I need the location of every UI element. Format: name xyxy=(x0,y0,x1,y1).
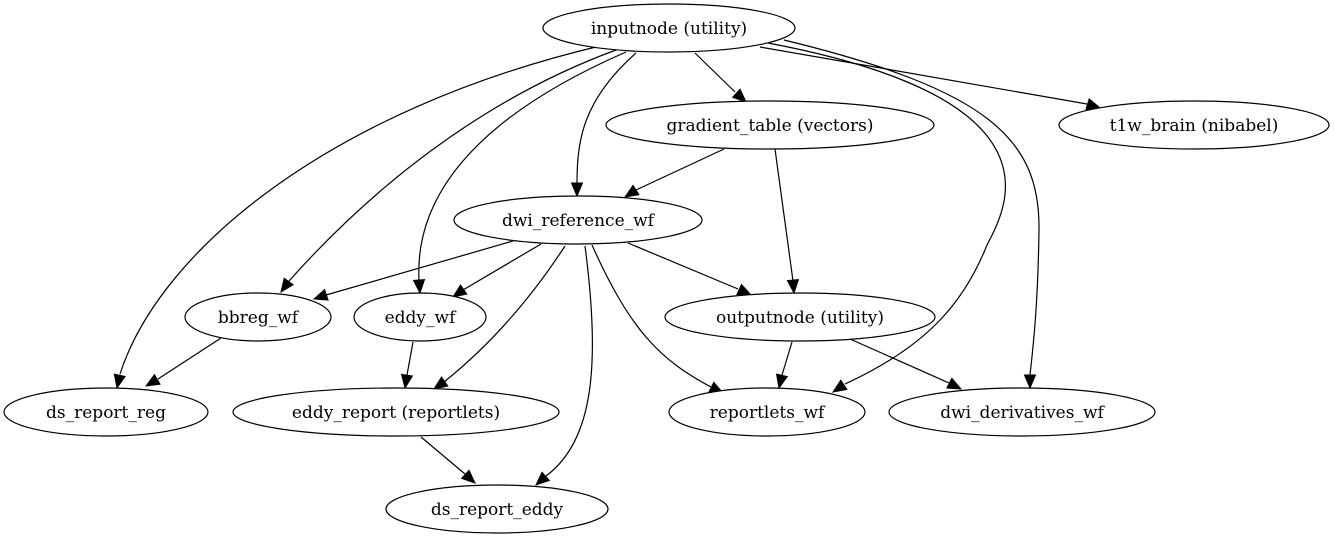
edge-bbreg_wf-to-ds_report_reg xyxy=(144,337,222,387)
node-ellipse xyxy=(664,292,936,342)
node-ellipse xyxy=(453,195,703,245)
edge-line xyxy=(406,341,414,376)
node-ellipse xyxy=(605,100,935,150)
node-ds-report-reg[interactable]: ds_report_reg xyxy=(3,387,209,437)
edges-layer xyxy=(113,39,1102,486)
edge-line xyxy=(576,52,637,184)
arrowhead-icon xyxy=(312,288,329,301)
node-label: reportlets_wf xyxy=(710,403,826,423)
arrowhead-icon xyxy=(460,469,476,484)
arrowhead-icon xyxy=(731,88,747,103)
edge-inputnode-to-t1w_brain xyxy=(759,46,1102,111)
node-dwi-reference-wf[interactable]: dwi_reference_wf xyxy=(453,195,703,245)
edge-dwi_reference_wf-to-ds_report_eddy xyxy=(535,245,594,486)
edge-line xyxy=(767,42,1006,385)
node-t1w-brain[interactable]: t1w_brain (nibabel) xyxy=(1058,100,1330,150)
edge-line xyxy=(462,243,542,291)
nodes-layer: inputnode (utility) gradient_table (vecto… xyxy=(3,3,1330,534)
node-ds-report-eddy[interactable]: ds_report_eddy xyxy=(385,484,609,534)
node-label: bbreg_wf xyxy=(218,308,300,328)
edge-outputnode-to-reportlets_wf xyxy=(775,341,793,390)
arrowhead-icon xyxy=(736,283,753,296)
edge-line xyxy=(545,245,594,477)
edge-inputnode-to-eddy_wf xyxy=(412,51,627,295)
arrowhead-icon xyxy=(831,379,848,393)
edge-line xyxy=(591,244,712,388)
edge-dwi_reference_wf-to-outputnode xyxy=(627,242,753,296)
edge-line xyxy=(849,338,950,384)
edge-eddy_report-to-ds_report_eddy xyxy=(420,436,476,484)
node-dwi-derivatives-wf[interactable]: dwi_derivatives_wf xyxy=(888,387,1156,437)
node-label: ds_report_reg xyxy=(46,403,166,423)
arrowhead-icon xyxy=(280,277,294,294)
edge-gradient_table-to-outputnode xyxy=(774,148,800,295)
node-label: eddy_wf xyxy=(385,308,457,328)
arrowhead-icon xyxy=(570,182,584,198)
arrowhead-icon xyxy=(144,373,161,387)
node-ellipse xyxy=(3,387,209,437)
edge-dwi_reference_wf-to-eddy_report xyxy=(432,245,566,390)
arrowhead-icon xyxy=(432,376,449,390)
node-reportlets-wf[interactable]: reportlets_wf xyxy=(668,387,866,437)
arrowhead-icon xyxy=(113,373,126,390)
node-bbreg-wf[interactable]: bbreg_wf xyxy=(184,292,332,342)
edge-line xyxy=(635,148,725,191)
edge-line xyxy=(781,341,793,376)
node-ellipse xyxy=(232,387,560,437)
node-eddy-report[interactable]: eddy_report (reportlets) xyxy=(232,387,560,437)
edge-line xyxy=(774,148,794,282)
node-label: t1w_brain (nibabel) xyxy=(1110,116,1279,136)
edge-eddy_wf-to-eddy_report xyxy=(400,341,414,390)
edge-inputnode-to-dwi_reference_wf xyxy=(570,52,637,198)
edge-line xyxy=(443,245,566,383)
arrowhead-icon xyxy=(535,471,551,486)
edge-line xyxy=(418,51,627,281)
edge-inputnode-to-reportlets_wf xyxy=(767,42,1006,393)
edge-gradient_table-to-dwi_reference_wf xyxy=(623,148,725,198)
edge-line xyxy=(759,46,1088,105)
node-inputnode[interactable]: inputnode (utility) xyxy=(542,3,796,53)
node-label: ds_report_eddy xyxy=(431,500,564,520)
edge-line xyxy=(694,52,736,93)
edge-line xyxy=(783,39,1040,376)
node-ellipse xyxy=(668,387,866,437)
node-outputnode[interactable]: outputnode (utility) xyxy=(664,292,936,342)
node-label: outputnode (utility) xyxy=(716,308,884,328)
node-ellipse xyxy=(353,292,487,342)
node-label: dwi_reference_wf xyxy=(502,211,656,231)
edge-inputnode-to-dwi_derivatives_wf xyxy=(783,39,1040,390)
node-eddy-wf[interactable]: eddy_wf xyxy=(353,292,487,342)
node-ellipse xyxy=(184,292,332,342)
edge-line xyxy=(325,240,514,296)
node-ellipse xyxy=(542,3,796,53)
node-label: gradient_table (vectors) xyxy=(667,116,874,136)
arrowhead-icon xyxy=(946,377,963,390)
arrowhead-icon xyxy=(623,184,640,198)
arrowhead-icon xyxy=(400,373,414,390)
node-ellipse xyxy=(888,387,1156,437)
node-label: eddy_report (reportlets) xyxy=(292,403,500,423)
node-gradient-table[interactable]: gradient_table (vectors) xyxy=(605,100,935,150)
edge-dwi_reference_wf-to-bbreg_wf xyxy=(312,240,514,301)
node-ellipse xyxy=(1058,100,1330,150)
arrowhead-icon xyxy=(1023,374,1037,390)
edge-line xyxy=(119,45,601,375)
edge-inputnode-to-bbreg_wf xyxy=(280,49,617,294)
arrowhead-icon xyxy=(786,279,800,295)
edge-line xyxy=(627,242,739,290)
node-ellipse xyxy=(385,484,609,534)
edge-line xyxy=(288,49,617,282)
edge-dwi_reference_wf-to-eddy_wf xyxy=(451,243,542,298)
node-label: dwi_derivatives_wf xyxy=(940,403,1105,423)
edge-line xyxy=(157,337,222,380)
edge-inputnode-to-gradient_table xyxy=(694,52,747,103)
edge-outputnode-to-dwi_derivatives_wf xyxy=(849,338,963,390)
node-label: inputnode (utility) xyxy=(591,19,747,39)
arrowhead-icon xyxy=(412,279,426,295)
edge-inputnode-to-ds_report_reg xyxy=(113,45,601,390)
arrowhead-icon xyxy=(451,284,468,298)
edge-line xyxy=(420,436,466,475)
arrowhead-icon xyxy=(775,373,789,390)
